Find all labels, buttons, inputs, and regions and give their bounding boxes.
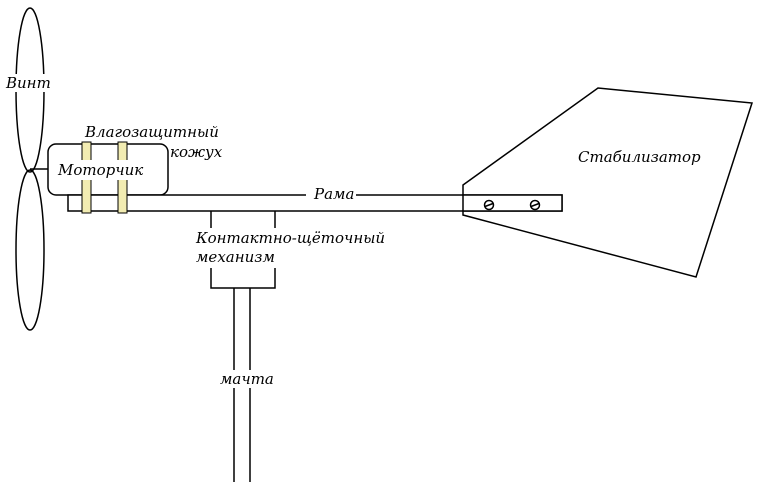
label-mast: мачта [220,370,274,388]
label-propeller: Винт [5,74,51,92]
label-stabilizer: Стабилизатор [578,148,701,166]
label-motor: Моторчик [57,161,143,179]
screw-left [483,199,495,211]
label-cover-line2: кожух [170,143,223,161]
label-frame: Рама [313,185,354,203]
label-brush-line1: Контактно-щёточный [195,229,385,247]
screw-right [529,199,541,211]
label-cover-line1: Влагозащитный [84,123,219,141]
frame-beam-end [462,194,563,212]
stabilizer-vane [462,87,753,278]
propeller-blade-bottom [15,169,45,331]
label-brush-line2: механизм [196,248,275,266]
